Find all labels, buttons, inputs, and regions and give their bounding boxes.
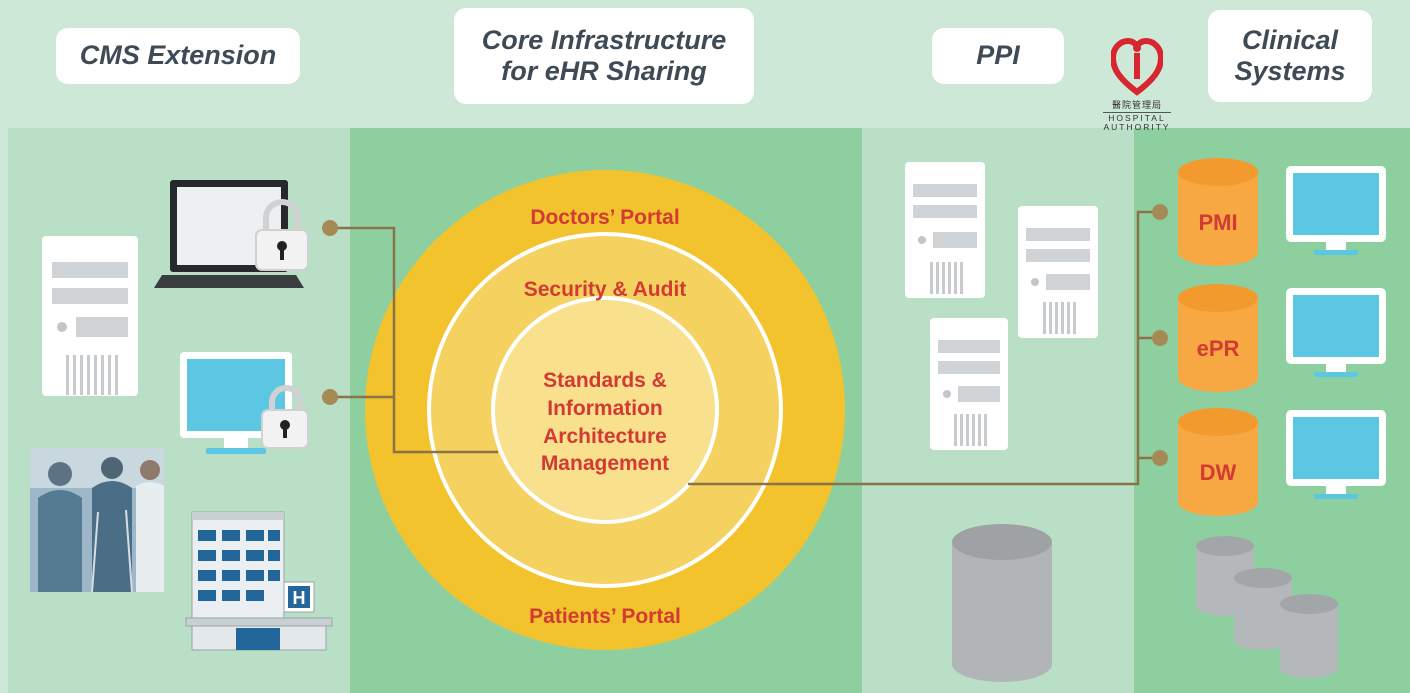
doctors-portal-label: Doctors’ Portal — [530, 206, 679, 229]
pmi-label: PMI — [1198, 210, 1237, 235]
laptop-connector-node — [322, 220, 338, 236]
hospital-building-icon: H — [185, 511, 333, 651]
logo-chinese-text: 醫院管理局 — [1111, 101, 1162, 111]
ppi-server-icon — [930, 318, 1008, 450]
laptop-connector — [330, 226, 498, 454]
ppi-server-icon — [905, 162, 985, 298]
svg-text:H: H — [293, 588, 306, 608]
clinical-systems-title: Clinical Systems — [1208, 10, 1372, 102]
pmi-database-icon: PMI — [1178, 158, 1258, 266]
storage-cylinder-icon — [1234, 568, 1292, 650]
inner-circle — [495, 300, 715, 520]
ppi-server-icon — [1018, 206, 1098, 338]
padlock-icon — [261, 385, 309, 449]
storage-cylinder-icon — [1280, 594, 1338, 678]
clinical-monitor-icon — [1286, 166, 1386, 255]
inner-label-line-3: Architecture — [543, 425, 667, 448]
ppi-title: PPI — [932, 28, 1064, 84]
clinical-connector — [688, 210, 1160, 486]
inner-label-line-4: Management — [541, 452, 669, 475]
dw-connector-node — [1152, 450, 1168, 466]
patients-photo — [30, 448, 164, 593]
dw-label: DW — [1200, 460, 1237, 485]
cms-server-icon — [42, 236, 138, 396]
cms-extension-title: CMS Extension — [56, 28, 300, 84]
security-audit-label: Security & Audit — [524, 278, 687, 301]
inner-label-line-1: Standards & — [543, 369, 667, 392]
ppi-database-icon — [952, 524, 1052, 682]
pmi-connector-node — [1152, 204, 1168, 220]
epr-connector-node — [1152, 330, 1168, 346]
heart-logo-icon — [1111, 38, 1163, 96]
hospital-authority-logo: 醫院管理局 HOSPITAL AUTHORITY — [1096, 38, 1178, 148]
patients-portal-label: Patients’ Portal — [529, 605, 681, 628]
clinical-monitor-icon — [1286, 410, 1386, 499]
epr-database-icon: ePR — [1178, 284, 1258, 392]
padlock-icon — [255, 199, 309, 271]
desktop-connector-node — [322, 389, 338, 405]
dw-database-icon: DW — [1178, 408, 1258, 516]
inner-label-line-2: Information — [547, 397, 663, 420]
epr-label: ePR — [1197, 336, 1240, 361]
core-infrastructure-title: Core Infrastructure for eHR Sharing — [454, 8, 754, 104]
clinical-monitor-icon — [1286, 288, 1386, 377]
logo-english-text: HOSPITAL AUTHORITY — [1103, 112, 1171, 132]
